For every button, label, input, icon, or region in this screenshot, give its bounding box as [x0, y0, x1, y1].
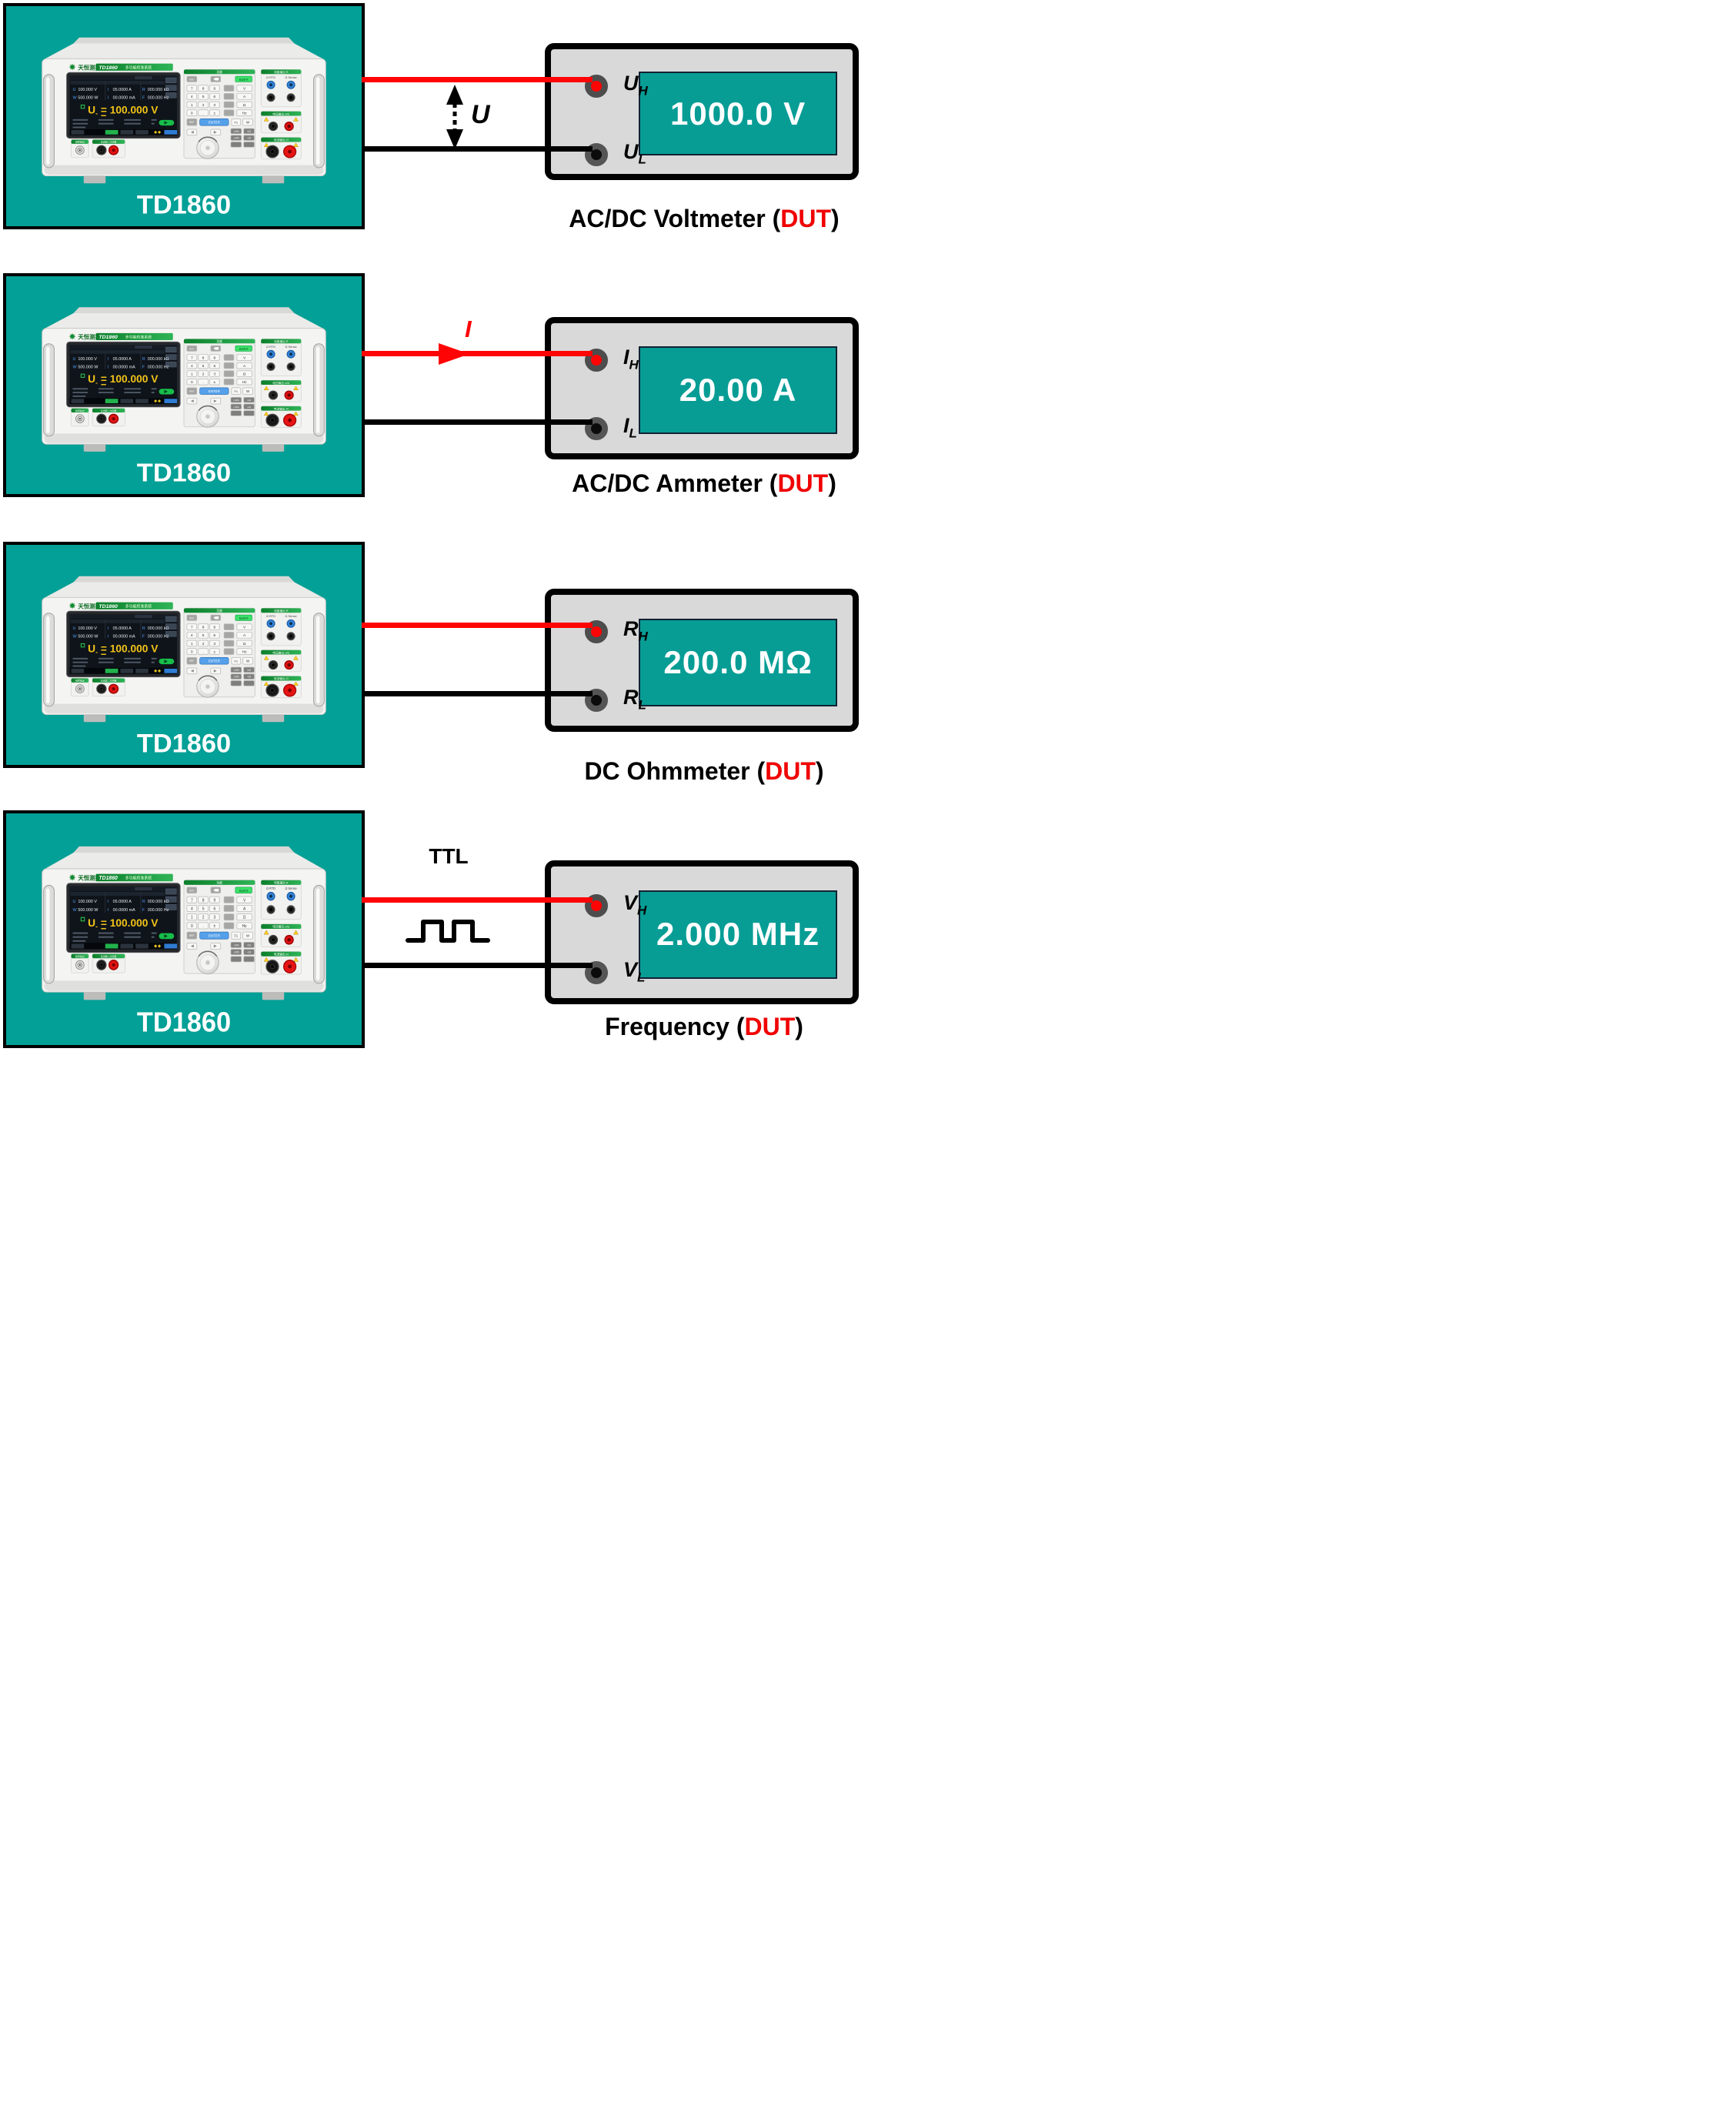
- square-wave-icon: [406, 920, 490, 943]
- signal-label: TTL: [429, 844, 469, 868]
- high-terminal-label: UH: [623, 72, 648, 99]
- td1860-illustration: [41, 846, 327, 1039]
- return-lead: [362, 146, 593, 152]
- dut-caption: AC/DC Voltmeter (DUT): [569, 205, 840, 232]
- current-direction-arrow-icon: [439, 343, 469, 365]
- low-terminal: [585, 143, 608, 166]
- dut-voltmeter: UH UL 1000.0 V: [545, 43, 859, 180]
- high-terminal-label: IH: [623, 346, 639, 372]
- low-terminal: [585, 689, 608, 712]
- hot-lead: [362, 351, 593, 356]
- dut-ohmmeter: RH RL 200.0 MΩ: [545, 589, 859, 732]
- wire-label: I: [465, 316, 472, 342]
- dut-display: 20.00 A: [638, 346, 838, 435]
- low-terminal-label: RL: [623, 686, 646, 713]
- return-lead: [362, 963, 593, 968]
- dut-ammeter: IH IL 20.00 A: [545, 317, 859, 459]
- low-terminal-label: UL: [623, 140, 646, 167]
- dut-caption: AC/DC Ammeter (DUT): [572, 469, 836, 497]
- return-lead: [362, 419, 593, 425]
- td1860-illustration: [41, 306, 327, 489]
- voltage-span-arrow-icon: [446, 85, 463, 149]
- hot-lead: [362, 623, 593, 628]
- dut-frequency-meter: VH VL 2.000 MHz: [545, 860, 859, 1004]
- high-terminal: [585, 620, 608, 643]
- high-terminal: [585, 349, 608, 372]
- td1860-illustration: [41, 575, 327, 760]
- wire-label: U: [471, 100, 490, 129]
- td1860-illustration: [41, 36, 327, 221]
- calibrator-panel-resistance: [3, 542, 365, 768]
- hot-lead: [362, 77, 593, 82]
- dut-display: 2.000 MHz: [638, 890, 838, 979]
- high-terminal-label: VH: [623, 891, 647, 918]
- calibrator-panel-current: [3, 273, 365, 497]
- dut-display: 200.0 MΩ: [638, 618, 838, 707]
- dut-display: 1000.0 V: [638, 72, 838, 156]
- calibrator-panel-voltage: [3, 3, 365, 229]
- low-terminal-label: VL: [623, 958, 646, 985]
- return-lead: [362, 691, 593, 696]
- high-terminal-label: RH: [623, 617, 648, 644]
- dut-caption: DC Ohmmeter (DUT): [584, 757, 824, 785]
- calibration-wiring-diagram: 天恒测控 TD1860 多功能校准系统 U 100.000 V: [0, 0, 868, 1054]
- high-terminal: [585, 75, 608, 98]
- dut-caption: Frequency (DUT): [605, 1013, 803, 1040]
- calibrator-panel-frequency: [3, 810, 365, 1048]
- hot-lead: [362, 897, 593, 903]
- low-terminal-label: IL: [623, 414, 637, 441]
